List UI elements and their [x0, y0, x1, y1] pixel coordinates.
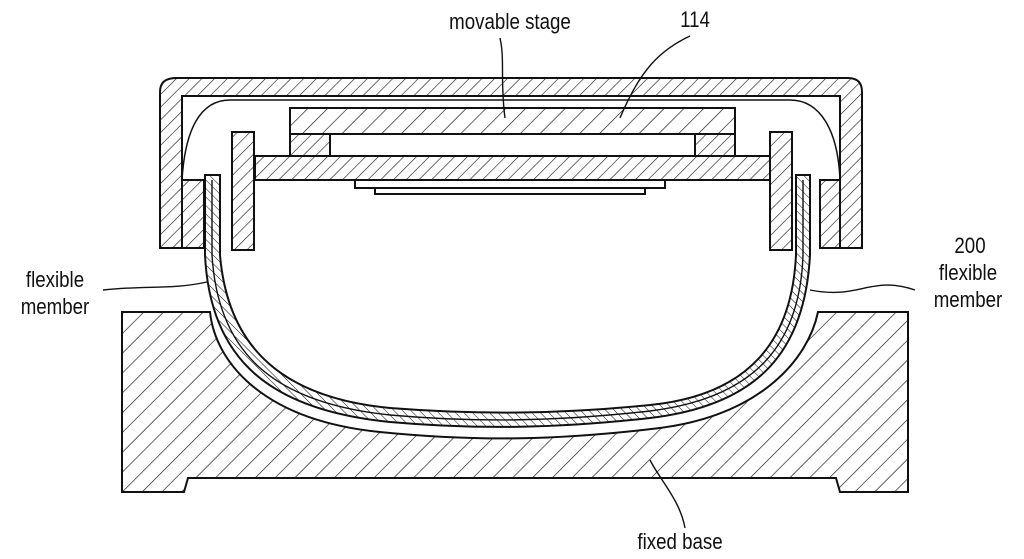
label-fixed-base: fixed base [637, 529, 723, 554]
leader-flexible-left [102, 281, 208, 291]
leader-flexible-right [809, 284, 916, 294]
label-flexible-member-right: flexible member [933, 260, 1003, 312]
label-114: 114 [680, 7, 710, 32]
fixed-base [121, 311, 909, 493]
leader-114 [619, 35, 691, 119]
flexible-member [204, 174, 811, 428]
movable-cap [159, 77, 863, 249]
label-200: 200 [954, 233, 986, 258]
label-movable-stage: movable stage [449, 9, 571, 34]
leader-fixed-base [649, 459, 686, 529]
leader-movable-stage [499, 37, 506, 119]
label-flexible-member-left: flexible member [20, 267, 90, 319]
movable-stage [289, 107, 736, 135]
